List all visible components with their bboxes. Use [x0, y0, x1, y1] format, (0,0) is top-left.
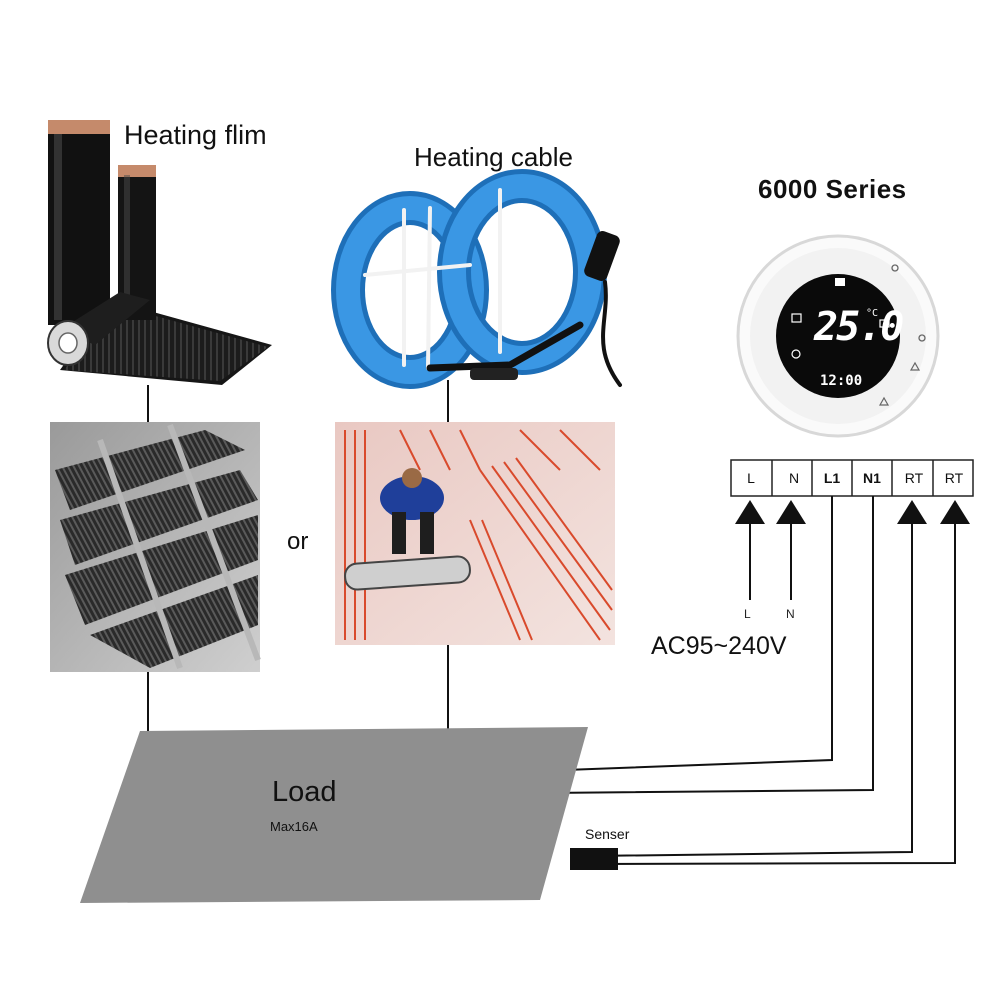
thermostat-device [736, 234, 940, 438]
load-max-label: Max16A [270, 819, 318, 834]
load-block [80, 727, 588, 903]
heating-cable-label: Heating cable [414, 142, 573, 172]
terminal-arrows [735, 500, 970, 524]
terminal-rt-2: RT [944, 470, 964, 486]
sensor-label: Senser [585, 826, 630, 842]
power-input-l: L [744, 607, 751, 621]
thermostat-time: 12:00 [820, 373, 863, 389]
heating-film-image [47, 120, 272, 385]
terminal-l1: L1 [823, 470, 841, 486]
or-label: or [287, 528, 309, 555]
load-label: Load [272, 776, 337, 808]
voltage-label: AC95~240V [651, 632, 787, 660]
terminal-n1: N1 [863, 470, 881, 486]
terminal-l: L [747, 470, 755, 486]
heating-cable-image [331, 169, 622, 389]
cable-floor-photo [335, 422, 615, 645]
terminal-rt-1: RT [904, 470, 924, 486]
thermostat-series-title: 6000 Series [758, 174, 907, 204]
power-input-n: N [786, 607, 795, 621]
terminal-block [730, 459, 974, 497]
thermostat-unit: °C [866, 308, 879, 319]
sensor-probe [570, 848, 618, 870]
film-floor-photo [50, 422, 261, 672]
terminal-n: N [788, 470, 800, 486]
wiring-lines [147, 380, 956, 865]
heating-film-label: Heating flim [124, 120, 267, 150]
thermostat-temperature: 25.0 [814, 304, 904, 350]
